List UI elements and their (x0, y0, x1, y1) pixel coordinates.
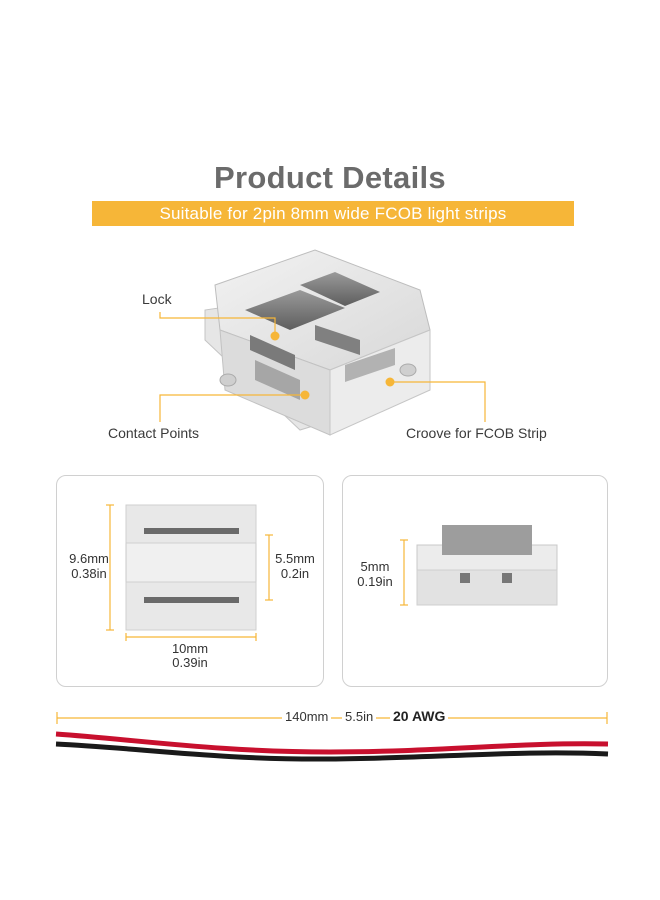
subtitle-banner (92, 201, 574, 226)
subtitle-text: Suitable for 2pin 8mm wide FCOB light st… (159, 204, 507, 223)
side-height-in: 0.19in (357, 574, 393, 589)
groove-label: Croove for FCOB Strip (406, 425, 547, 441)
lock-leader-line (159, 312, 276, 336)
top-height-in: 0.38in (71, 566, 107, 581)
groove-dot (385, 377, 395, 387)
top-view-drawing (106, 504, 273, 641)
width-in: 0.39in (172, 655, 208, 670)
side-view-drawing (400, 525, 558, 606)
side-height-mm: 5mm (360, 559, 390, 574)
groove-leader-line (390, 381, 486, 422)
black-wire (55, 741, 609, 762)
contact-points-label: Contact Points (108, 425, 200, 441)
connector-illustration (159, 249, 486, 436)
cable-length-in: 5.5in (342, 709, 377, 724)
width-mm: 10mm (171, 641, 209, 656)
contact-dot (300, 390, 310, 400)
top-height-mm: 9.6mm (69, 551, 109, 566)
inner-height-in: 0.2in (280, 566, 310, 581)
page-title: Product Details (214, 160, 446, 195)
lock-dot (270, 331, 280, 341)
wire-gauge: 20 AWG (390, 708, 449, 724)
cable-length-mm: 140mm (282, 709, 332, 724)
cable-drawing (55, 712, 609, 762)
contact-leader-line (159, 394, 305, 422)
lock-label: Lock (142, 291, 172, 307)
red-wire (55, 731, 609, 755)
inner-height-mm: 5.5mm (275, 551, 315, 566)
